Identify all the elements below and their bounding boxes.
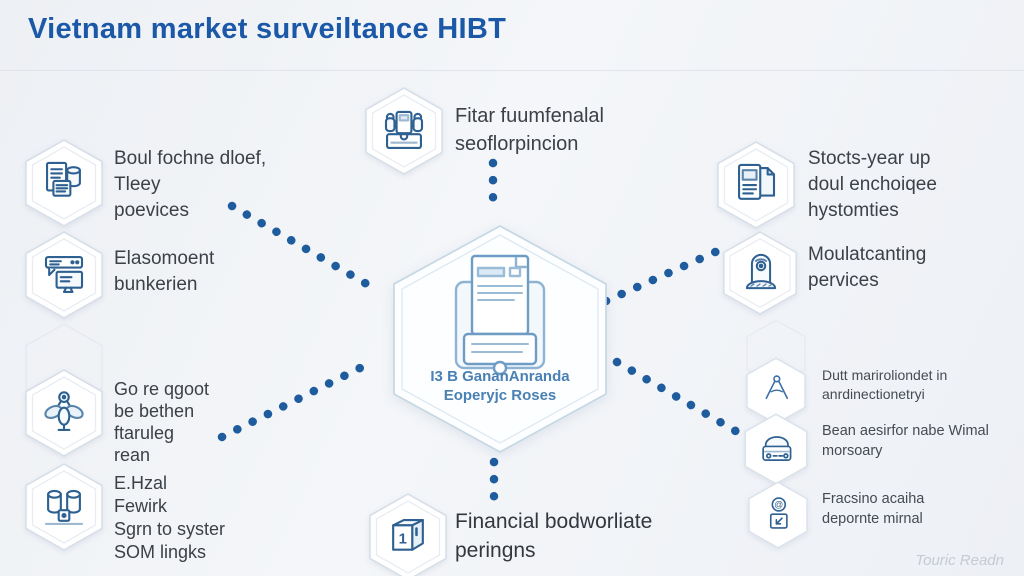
label-line: bunkerien: [114, 274, 198, 295]
label-line: poevices: [114, 200, 189, 221]
node-left4: [22, 462, 106, 552]
node-bottom-center: 1: [366, 492, 450, 576]
cylinders-icon: [44, 489, 84, 526]
flower-icon: [44, 391, 84, 432]
label-line: depornte mirnal: [822, 511, 923, 527]
node-left3: [22, 368, 106, 458]
radio-device-icon: [762, 436, 792, 462]
svg-text:1: 1: [399, 531, 407, 547]
center-label-line: Eoperyjc Roses: [443, 387, 557, 404]
label-bottom-center: Financial bodworliate peringns: [455, 507, 652, 565]
label-top-center: Fitar fuumfenalal seoflorpincion: [455, 102, 604, 158]
label-line: doul enchoiqee: [808, 174, 937, 195]
label-line: be bethen: [114, 401, 195, 421]
node-top-center: [362, 86, 446, 176]
page-title: Vietnam market surveiltance HIBT: [28, 13, 507, 45]
node-right5: @: [746, 480, 810, 550]
connector-left3-center: [217, 363, 365, 442]
label-right5: Fracsino acaiha depornte mirnal: [822, 489, 924, 529]
label-left1: Boul fochne dloef, Tleey poevices: [114, 146, 266, 224]
label-line: Tleey: [114, 174, 161, 195]
label-line: ftaruleg: [114, 423, 175, 443]
node-left2: [22, 230, 106, 320]
label-line: anrdinectionetryi: [822, 386, 925, 402]
hexagon-frame: [25, 463, 103, 551]
file-report-icon: [737, 163, 776, 200]
label-left4: E.Hzal Fewirk Sgrn to syster SOM lingks: [114, 472, 225, 564]
monument-icon: [745, 253, 777, 290]
label-line: seoflorpincion: [455, 133, 579, 155]
center-label: I3 B GananAnranda Eoperyjc Roses: [395, 367, 605, 405]
label-line: Dutt mariroliondet in: [822, 367, 948, 383]
label-line: Go re qgoot: [114, 379, 210, 399]
label-line: morsoary: [822, 443, 883, 459]
label-right4: Bean aesirfor nabe Wimal morsoary: [822, 421, 989, 461]
center-hexagon-badge: [390, 224, 610, 454]
label-line: Bean aesirfor nabe Wimal: [822, 423, 989, 439]
svg-text:@: @: [774, 500, 783, 510]
label-right2: Moulatcanting pervices: [808, 242, 926, 294]
label-line: hystomties: [808, 200, 899, 221]
label-line: Elasomoent: [114, 248, 215, 269]
label-line: Fewirk: [114, 496, 167, 516]
label-line: E.Hzal: [114, 473, 168, 493]
compass-icon: [765, 375, 789, 400]
label-line: Financial bodworliate: [455, 510, 653, 533]
label-left2: Elasomoent bunkerien: [114, 246, 214, 298]
label-line: rean: [114, 445, 151, 465]
label-line: Fitar fuumfenalal: [455, 105, 604, 127]
connector-center-right4: [612, 357, 744, 438]
node-right4: [742, 412, 810, 486]
documents-icon: [45, 161, 81, 197]
title-divider: [0, 70, 1024, 71]
person-at-icon: @: [769, 497, 788, 529]
label-line: Moulatcanting: [808, 244, 927, 265]
node-right1: [714, 140, 798, 230]
machine-icon: [384, 110, 424, 150]
label-line: Sgrn to syster: [114, 519, 226, 539]
watermark-text: Touric Readn: [915, 552, 1004, 569]
label-left3: Go re qgoot be bethen ftaruleg rean: [114, 378, 209, 466]
label-line: peringns: [455, 539, 536, 562]
label-line: Boul fochne dloef,: [114, 148, 267, 169]
label-right1: Stocts-year up doul enchoiqee hystomties: [808, 146, 937, 224]
label-line: SOM lingks: [114, 542, 207, 562]
connector-center-right2: [601, 244, 727, 306]
label-line: Fracsino acaiha: [822, 491, 925, 507]
label-right3: Dutt mariroliondet in anrdinectionetryi: [822, 366, 947, 404]
clipboard-report-icon: [454, 254, 546, 376]
center-label-line: I3 B GananAnranda: [430, 368, 570, 385]
label-line: Stocts-year up: [808, 148, 931, 169]
box-one-icon: 1: [392, 519, 424, 551]
node-right2: [720, 230, 800, 316]
label-line: pervices: [808, 270, 879, 291]
server-chat-icon: [44, 255, 84, 294]
node-left1: [22, 138, 106, 228]
